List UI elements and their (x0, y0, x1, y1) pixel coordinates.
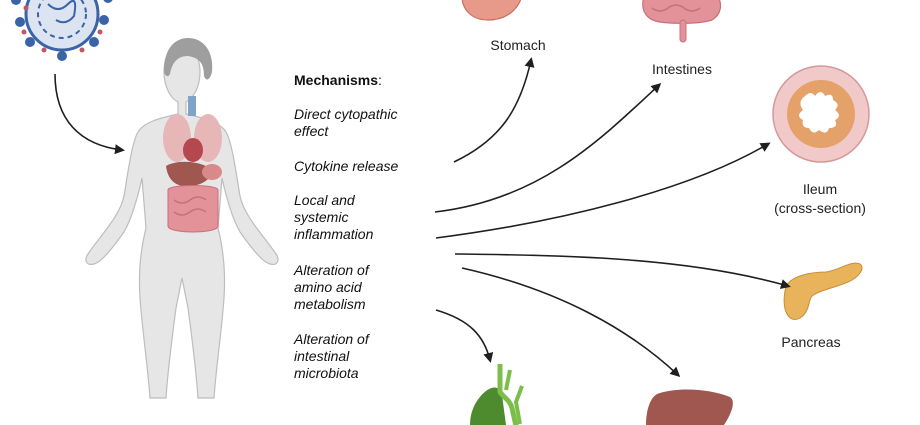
virus-icon (11, 0, 113, 61)
liver-organ-icon (646, 389, 733, 425)
arrow-virus-to-body (54, 73, 125, 155)
mechanism-line: metabolism (294, 296, 366, 312)
arrow-to-pancreas (454, 253, 791, 289)
mechanisms-title: Mechanisms: (294, 72, 382, 88)
mechanism-line: microbiota (294, 365, 359, 381)
arrows (54, 57, 791, 378)
intestines-label: Intestines (652, 61, 712, 77)
intestines-organ-icon (642, 0, 722, 43)
mechanism-item-inflammation: Local and systemic inflammation (294, 192, 424, 243)
mechanism-line: Local and (294, 192, 355, 208)
mechanism-line: intestinal (294, 348, 350, 364)
mechanism-line: Alteration of (294, 262, 369, 278)
mechanism-line: Alteration of (294, 331, 369, 347)
ileum-label-line: (cross-section) (774, 200, 866, 216)
pancreas-organ-icon (783, 262, 863, 320)
body-intestines-icon (167, 185, 219, 233)
arrow-to-ileum (435, 142, 771, 239)
pancreas-label: Pancreas (781, 334, 841, 350)
ileum-label-line: Ileum (802, 181, 838, 197)
ileum-cross-section-icon (772, 65, 870, 163)
mechanism-line: systemic (294, 209, 349, 225)
mechanism-item-microbiota: Alteration of intestinal microbiota (294, 331, 424, 382)
mechanism-item-amino-acid: Alteration of amino acid metabolism (294, 262, 424, 313)
stomach-organ-icon (461, 0, 522, 21)
mechanism-line: Cytokine release (294, 158, 399, 174)
mechanism-line: amino acid (294, 279, 362, 295)
body-liver-icon (166, 161, 212, 187)
arrow-to-liver (461, 267, 681, 378)
heart-icon (183, 138, 203, 162)
mechanism-item-direct-cytopathic: Direct cytopathic effect (294, 106, 424, 140)
arrow-to-stomach (453, 57, 535, 163)
arrow-to-intestines (434, 82, 662, 213)
arrow-to-gallbladder (435, 309, 494, 363)
mechanism-line: effect (294, 123, 329, 139)
mechanism-line: Direct cytopathic (294, 106, 398, 122)
mechanism-item-cytokine-release: Cytokine release (294, 158, 424, 175)
trachea-icon (188, 96, 196, 116)
stomach-label: Stomach (490, 37, 546, 53)
gallbladder-organ-icon (470, 364, 524, 425)
ileum-label: Ileum (cross-section) (760, 180, 880, 218)
human-body-figure (85, 38, 279, 399)
mechanism-line: inflammation (294, 226, 374, 242)
body-stomach-icon (202, 164, 222, 180)
